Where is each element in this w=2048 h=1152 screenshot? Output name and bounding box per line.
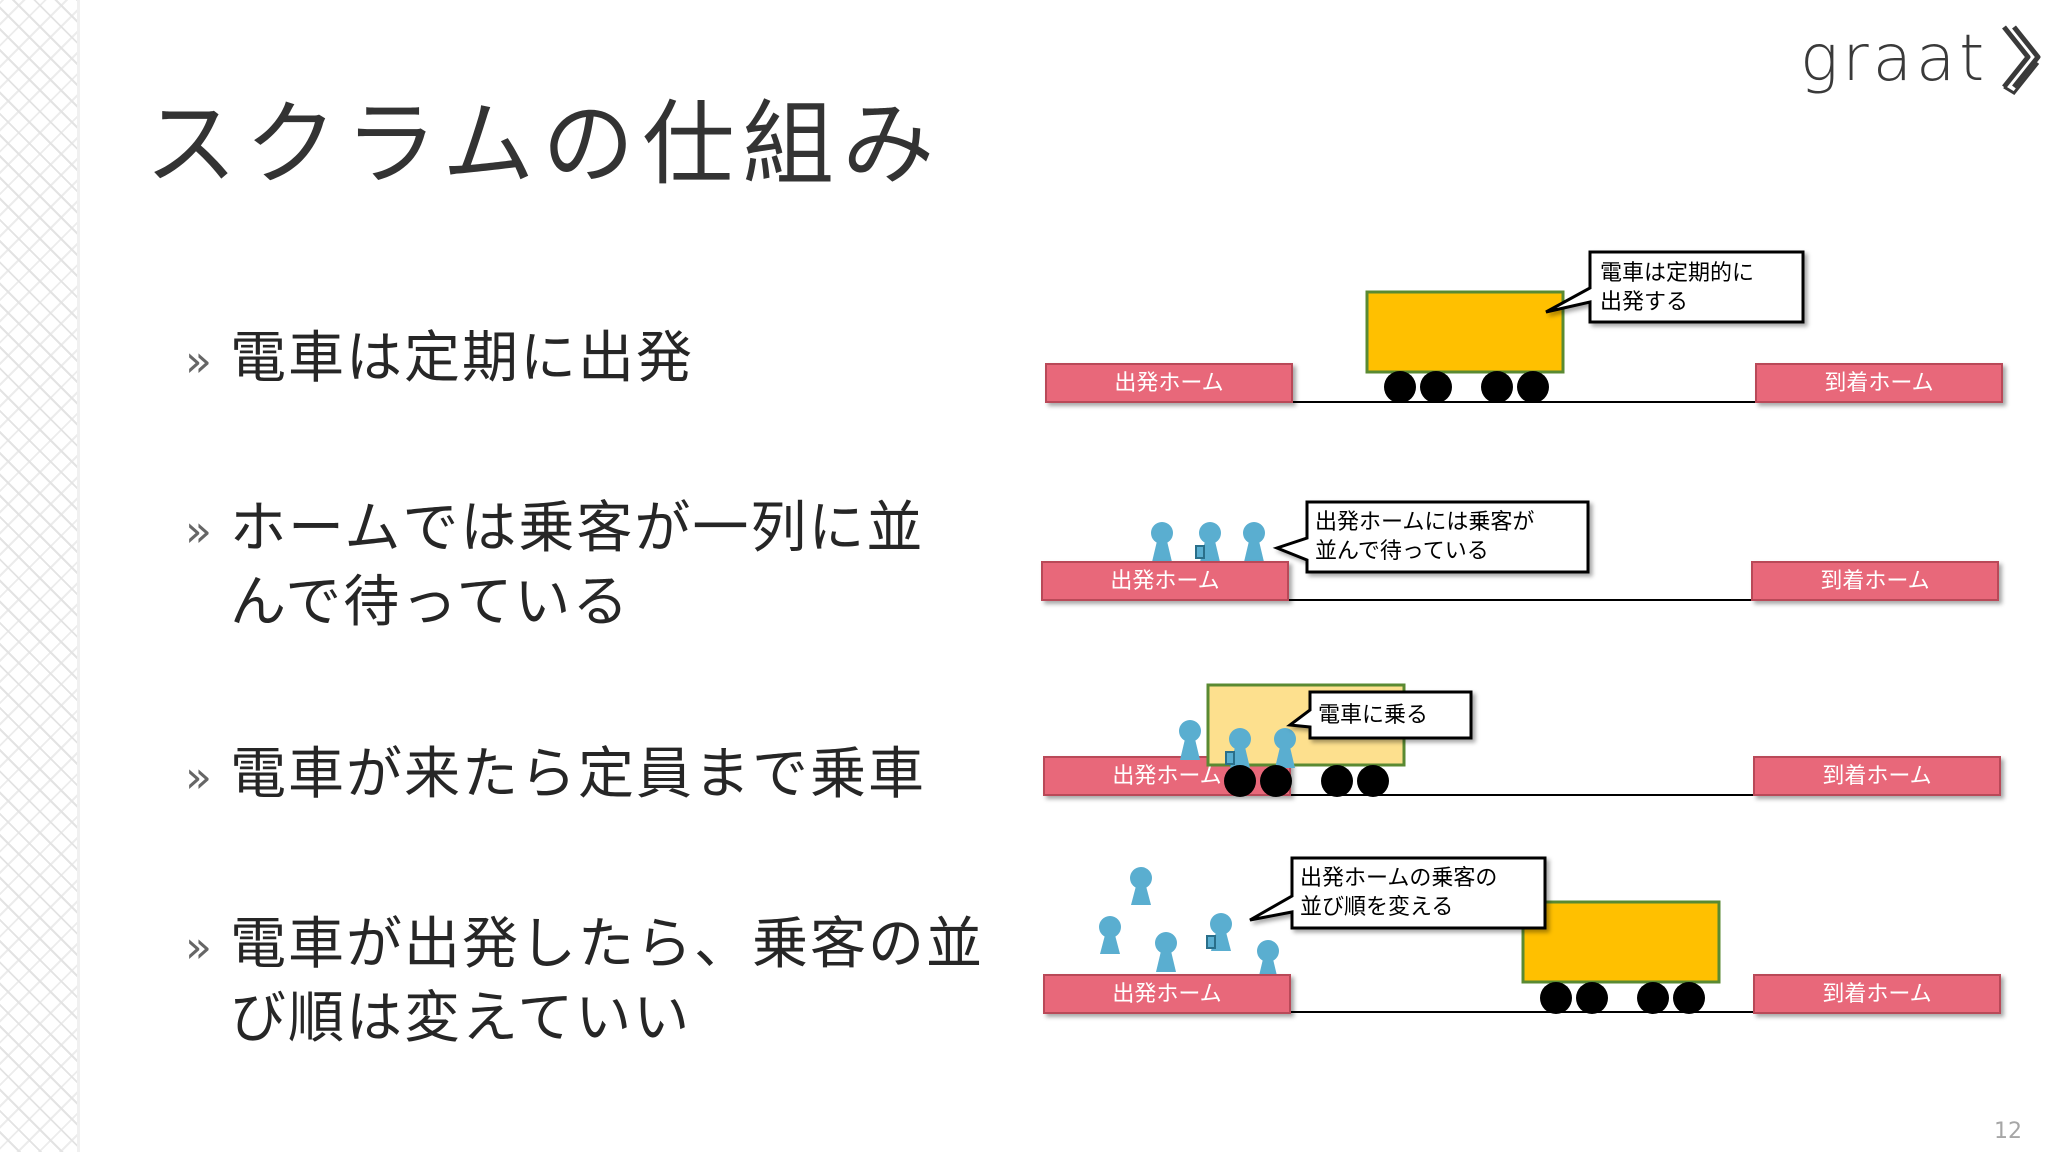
- wheel: [1517, 371, 1549, 403]
- diagram-row-4: 出発ホーム 到着ホーム 出発ホームの乗客の 並び順を変える: [1043, 856, 2001, 1014]
- departure-platform: [1043, 974, 1291, 1014]
- bullet-item-1: » 電車は定期に出発: [185, 322, 1015, 396]
- platform-label: 出発ホーム: [1112, 982, 1221, 1007]
- passenger-icon: [1155, 932, 1177, 972]
- diagram-row-1: 出発ホーム 到着ホーム 電車は定期的に 出発する: [1045, 250, 2003, 403]
- arrival-platform: [1755, 363, 2003, 403]
- callout-box: [1249, 856, 1547, 930]
- callout-box: [1286, 690, 1473, 740]
- bullet-item-3: » 電車が来たら定員まで乗車: [185, 738, 1015, 812]
- arrival-platform: [1751, 561, 1999, 601]
- wheel: [1540, 982, 1572, 1014]
- passenger-icon: [1179, 720, 1201, 760]
- platform-label: 出発ホーム: [1114, 371, 1223, 396]
- platform-label: 到着ホーム: [1824, 371, 1933, 396]
- passenger-icon: [1243, 522, 1265, 562]
- wheel: [1673, 982, 1705, 1014]
- page-number: 12: [1994, 1119, 2022, 1144]
- bullet-marker: »: [185, 506, 212, 557]
- wheel: [1260, 765, 1292, 797]
- bullet-text: 電車が出発したら、乗客の並び順は変えていい: [230, 912, 984, 1051]
- platform-label: 到着ホーム: [1822, 982, 1931, 1007]
- wheel: [1224, 765, 1256, 797]
- departure-platform: [1045, 363, 1293, 403]
- luggage-icon: [1206, 935, 1216, 949]
- passenger-icon: [1151, 522, 1173, 562]
- logo-chevron-icon: [2002, 25, 2041, 95]
- bullet-item-2: » ホームでは乗客が一列に並んで待っている: [185, 492, 1015, 640]
- bullet-text: 電車が来たら定員まで乗車: [230, 742, 926, 807]
- logo-text: graat: [1800, 22, 1989, 96]
- wheel: [1637, 982, 1669, 1014]
- diagram-row-2: 出発ホーム 到着ホーム 出発ホームには乗客が 並んで待っている: [1041, 500, 1999, 601]
- luggage-icon: [1195, 545, 1205, 559]
- callout-text: 並んで待っている: [1315, 539, 1489, 564]
- callout-text: 並び順を変える: [1300, 895, 1453, 920]
- wheel: [1384, 371, 1416, 403]
- bullet-text: ホームでは乗客が一列に並んで待っている: [230, 496, 925, 635]
- callout-text: 出発ホームには乗客が: [1315, 510, 1534, 535]
- wheel: [1576, 982, 1608, 1014]
- wheel: [1420, 371, 1452, 403]
- graat-logo: graat: [1800, 14, 2046, 104]
- callout-box: [1272, 500, 1590, 574]
- luggage-icon: [1225, 751, 1235, 765]
- passenger-icon: [1274, 728, 1296, 768]
- slide-title: スクラムの仕組み: [145, 91, 943, 198]
- train-body: [1365, 290, 1565, 374]
- bullet-marker: »: [185, 336, 212, 387]
- passenger-icon: [1130, 867, 1152, 905]
- callout-text: 出発する: [1600, 290, 1688, 315]
- side-decorative-pattern: [0, 0, 80, 1152]
- platform-label: 出発ホーム: [1110, 569, 1219, 594]
- bullet-item-4: » 電車が出発したら、乗客の並び順は変えていい: [185, 908, 1015, 1056]
- wheel: [1321, 765, 1353, 797]
- passenger-icon: [1099, 916, 1121, 954]
- bullet-text: 電車は定期に出発: [230, 326, 694, 391]
- train-diagram: 出発ホーム 到着ホーム 電車は定期的に 出発する 出発ホーム 到着ホーム: [1041, 250, 2003, 1014]
- departure-platform: [1041, 561, 1289, 601]
- callout-text: 出発ホームの乗客の: [1300, 866, 1497, 891]
- platform-label: 到着ホーム: [1822, 764, 1931, 789]
- arrival-platform: [1753, 974, 2001, 1014]
- wheel: [1481, 371, 1513, 403]
- arrival-platform: [1753, 756, 2001, 796]
- platform-label: 到着ホーム: [1820, 569, 1929, 594]
- callout-text: 電車に乗る: [1318, 703, 1428, 728]
- diagram-row-3: 出発ホーム 到着ホーム 電車に乗る: [1043, 683, 2001, 797]
- platform-label: 出発ホーム: [1112, 764, 1221, 789]
- wheel: [1357, 765, 1389, 797]
- callout-box: [1545, 250, 1805, 324]
- bullet-marker: »: [185, 922, 212, 973]
- callout-text: 電車は定期的に: [1600, 261, 1754, 286]
- bullet-marker: »: [185, 752, 212, 803]
- train-body: [1521, 900, 1721, 984]
